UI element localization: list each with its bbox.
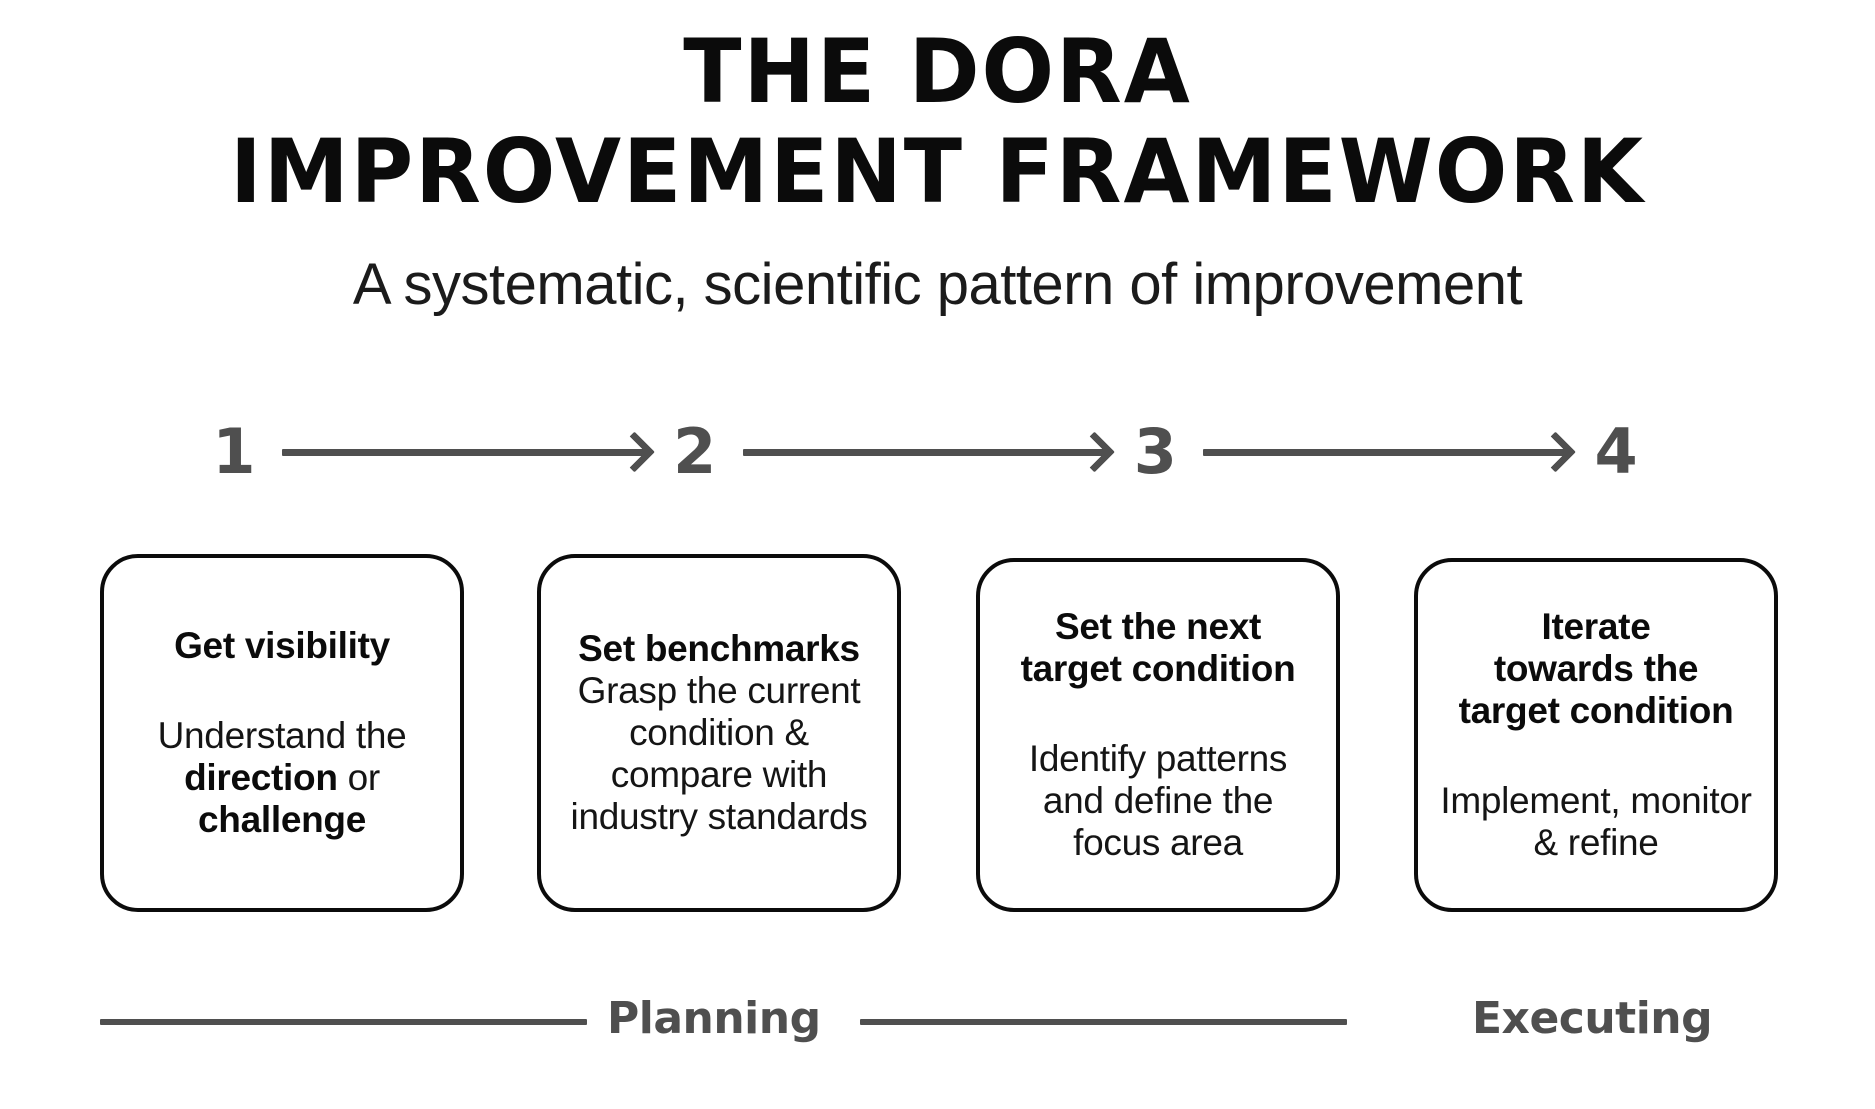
step-card-2-heading: Set benchmarks xyxy=(578,627,860,669)
step-card-3-heading-line-2: target condition xyxy=(1020,647,1296,689)
step-card-3-heading: Set the next target condition xyxy=(1021,606,1296,690)
step-number-3: 3 xyxy=(1133,415,1177,488)
arrow-head-icon xyxy=(1074,431,1116,473)
phase-bar: Planning Executing xyxy=(0,985,1875,1055)
step-card-4-heading-line-3: target condition xyxy=(1458,689,1734,731)
arrow-head-icon xyxy=(613,431,655,473)
arrow-3-to-4 xyxy=(1203,431,1577,473)
step-card-2: Set benchmarks Grasp the current conditi… xyxy=(537,554,901,912)
page-title: THE DORA IMPROVEMENT FRAMEWORK xyxy=(28,20,1847,224)
phase-divider-right xyxy=(860,1019,1347,1025)
step-card-1-body-text-2: or xyxy=(337,756,381,798)
step-card-4-heading-line-2: towards the xyxy=(1493,647,1699,689)
step-card-4-heading: Iterate towards the target condition xyxy=(1459,606,1734,731)
step-card-2-body: Grasp the current condition & compare wi… xyxy=(570,669,868,838)
header-block: THE DORA IMPROVEMENT FRAMEWORK A systema… xyxy=(0,20,1875,317)
step-card-4-heading-line-1: Iterate xyxy=(1541,606,1651,648)
step-number-2: 2 xyxy=(673,415,717,488)
phase-label-planning: Planning xyxy=(607,993,821,1044)
step-card-3-heading-line-1: Set the next xyxy=(1054,605,1262,647)
step-card-1-body-emphasis-2: challenge xyxy=(198,798,366,840)
page-title-line-2: IMPROVEMENT FRAMEWORK xyxy=(230,120,1645,224)
step-sequence: 1 2 3 4 xyxy=(210,417,1640,487)
step-card-1-heading: Get visibility xyxy=(174,624,390,666)
step-card-1-body: Understand the direction or challenge xyxy=(124,715,440,842)
phase-divider-left xyxy=(100,1019,587,1025)
arrow-2-to-3 xyxy=(742,431,1116,473)
step-number-4: 4 xyxy=(1594,415,1638,488)
step-card-4-body: Implement, monitor & refine xyxy=(1440,779,1752,863)
step-number-1: 1 xyxy=(212,415,256,488)
phase-label-executing: Executing xyxy=(1472,993,1713,1044)
step-card-4: Iterate towards the target condition Imp… xyxy=(1414,558,1778,912)
step-card-1-body-text-1: Understand the xyxy=(157,714,407,756)
arrow-shaft xyxy=(1203,448,1569,456)
page-title-line-1: THE DORA xyxy=(683,20,1192,123)
step-cards: Get visibility Understand the direction … xyxy=(100,552,1780,912)
step-card-3: Set the next target condition Identify p… xyxy=(976,558,1340,912)
step-card-3-body: Identify patterns and define the focus a… xyxy=(1028,737,1288,863)
arrow-shaft xyxy=(282,448,647,456)
page-subtitle: A systematic, scientific pattern of impr… xyxy=(352,251,1523,317)
arrow-shaft xyxy=(742,448,1108,456)
step-card-1-body-emphasis-1: direction xyxy=(184,756,338,798)
arrow-head-icon xyxy=(1535,431,1577,473)
step-card-1: Get visibility Understand the direction … xyxy=(100,554,464,912)
arrow-1-to-2 xyxy=(282,431,655,473)
